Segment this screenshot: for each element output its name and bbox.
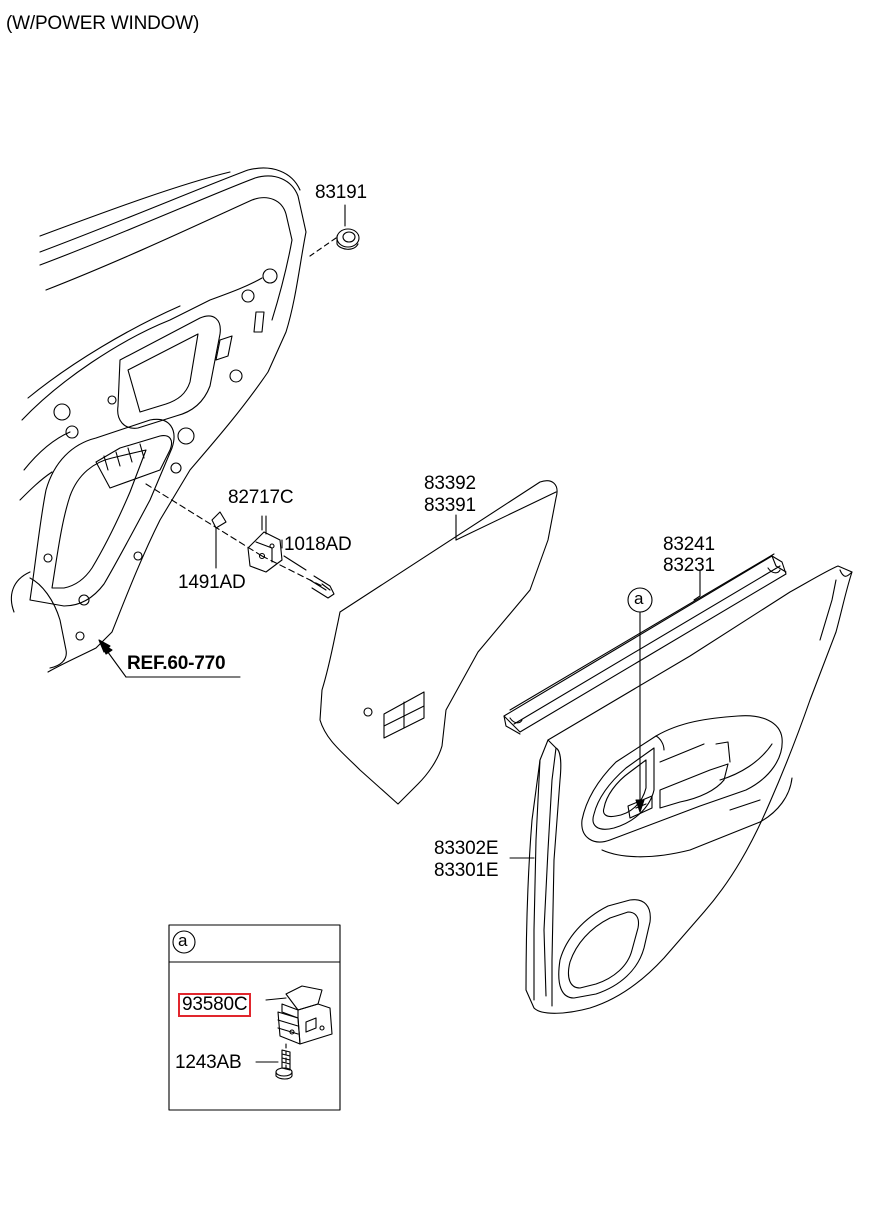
part-label-1491ad: 1491AD [178,572,246,593]
belt-weatherstrip [503,553,787,735]
detail-box [168,924,341,1111]
part-label-83392: 83392 [424,473,476,494]
part-label-93580c-highlight[interactable]: 93580C [178,993,252,1017]
callout-a-leader [627,587,653,813]
ref-label: REF.60-770 [127,653,226,674]
ref-leader [98,639,241,678]
detail-callout-label: a [178,931,188,950]
part-label-83302e: 83302E [434,838,499,859]
part-label-83241: 83241 [663,534,715,555]
clip-83191 [309,204,360,257]
part-label-83391: 83391 [424,495,476,516]
door-inner-frame [10,167,307,673]
part-label-1018ad: 1018AD [284,534,352,555]
hinge-hardware [145,483,335,599]
door-sheet [319,480,558,805]
part-label-82717c: 82717C [228,487,294,508]
part-label-83191: 83191 [315,182,367,203]
door-trim-panel [525,565,853,1014]
part-label-83301e: 83301E [434,860,499,881]
page-title: (W/POWER WINDOW) [6,13,200,34]
callout-label-a: a [634,589,644,608]
part-label-83231: 83231 [663,555,715,576]
part-label-1243ab: 1243AB [175,1052,242,1073]
